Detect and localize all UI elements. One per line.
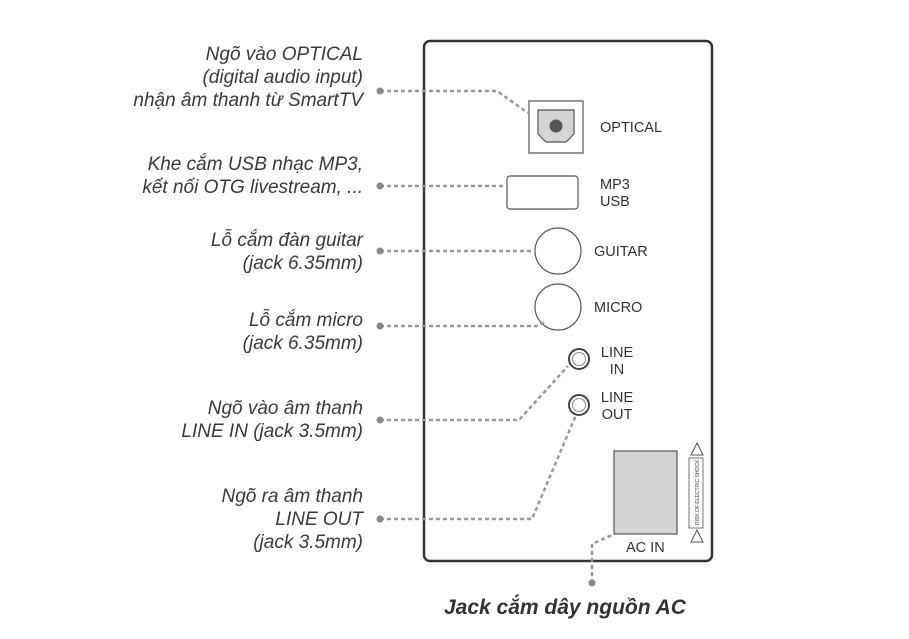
line-in-label: LINE IN <box>600 345 634 378</box>
micro-label: MICRO <box>594 300 643 316</box>
line-out-jack <box>568 394 590 416</box>
optical-port <box>528 100 584 154</box>
annotation-line-out: Ngõ ra âm thanh LINE OUT (jack 3.5mm) <box>221 486 363 553</box>
annotation-line-in: Ngõ vào âm thanh LINE IN (jack 3.5mm) <box>181 398 363 442</box>
line-out-label: LINE OUT <box>600 390 634 423</box>
guitar-label: GUITAR <box>594 244 648 260</box>
usb-port <box>506 175 579 210</box>
leader-lines <box>380 89 615 583</box>
warning-icon: RISK OF ELECTRIC SHOCK <box>688 441 704 543</box>
micro-jack <box>534 283 582 331</box>
annotation-micro: Lỗ cắm micro (jack 6.35mm) <box>242 310 363 354</box>
line-in-jack <box>568 348 590 370</box>
annotation-optical: Ngõ vào OPTICAL (digital audio input) nh… <box>133 44 363 111</box>
leader-line-out <box>380 414 578 521</box>
leader-micro <box>380 320 546 328</box>
annotation-guitar: Lỗ cắm đàn guitar (jack 6.35mm) <box>210 230 363 274</box>
leader-optical <box>380 89 529 115</box>
ac-in-socket <box>613 450 678 535</box>
leader-dots <box>376 87 596 587</box>
annotation-usb: Khe cắm USB nhạc MP3, kết nối OTG livest… <box>142 154 363 198</box>
ac-in-label: AC IN <box>626 540 665 556</box>
optical-label: OPTICAL <box>600 120 663 136</box>
ac-caption: Jack cắm dây nguồn AC <box>444 596 686 619</box>
guitar-jack <box>534 227 582 275</box>
warning-text: RISK OF ELECTRIC SHOCK <box>695 459 701 525</box>
usb-label: MP3 USB <box>600 177 630 210</box>
leader-ac-in <box>590 532 615 583</box>
